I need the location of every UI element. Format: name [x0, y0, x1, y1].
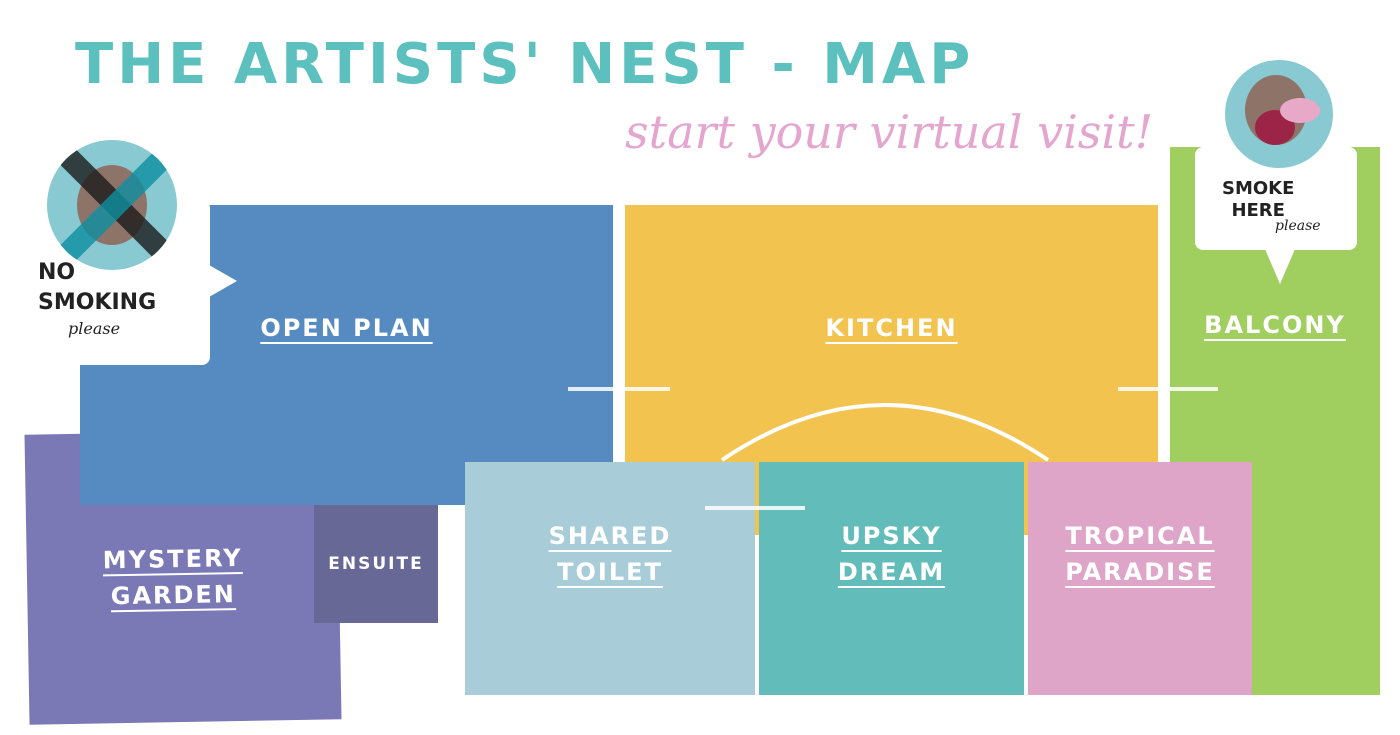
no-smoking-please: please	[68, 319, 121, 338]
bubble-pointer	[1265, 249, 1295, 284]
smoke-here-please: please	[1275, 218, 1321, 234]
no-smoking-text: NO SMOKING	[38, 260, 157, 315]
doorway	[705, 506, 805, 510]
smoke-here-text: SMOKE HERE	[1222, 178, 1295, 221]
room-label: KITCHEN	[825, 314, 958, 342]
door-arc	[720, 403, 1050, 462]
smoke-here-bird-icon	[1225, 60, 1333, 168]
room-ensuite[interactable]: ENSUITE	[314, 505, 438, 623]
page-title: THE ARTISTS' NEST - MAP	[75, 32, 975, 97]
room-label: TROPICAL PARADISE	[1065, 521, 1215, 586]
no-smoking-bird-icon	[47, 140, 177, 270]
room-label: ENSUITE	[328, 554, 424, 574]
room-label: BALCONY	[1204, 311, 1346, 339]
room-label: UPSKY DREAM	[837, 521, 946, 586]
doorway	[1118, 387, 1218, 391]
room-label: SHARED TOILET	[548, 521, 672, 586]
room-tropical-paradise[interactable]: TROPICAL PARADISE	[1028, 462, 1252, 695]
room-label: OPEN PLAN	[260, 314, 433, 342]
room-upsky-dream[interactable]: UPSKY DREAM	[759, 462, 1024, 695]
room-shared-toilet[interactable]: SHARED TOILET	[465, 462, 755, 695]
room-label: MYSTERY GARDEN	[102, 543, 243, 611]
bubble-pointer	[209, 265, 237, 297]
subtitle: start your virtual visit!	[625, 105, 1154, 159]
doorway	[568, 387, 670, 391]
